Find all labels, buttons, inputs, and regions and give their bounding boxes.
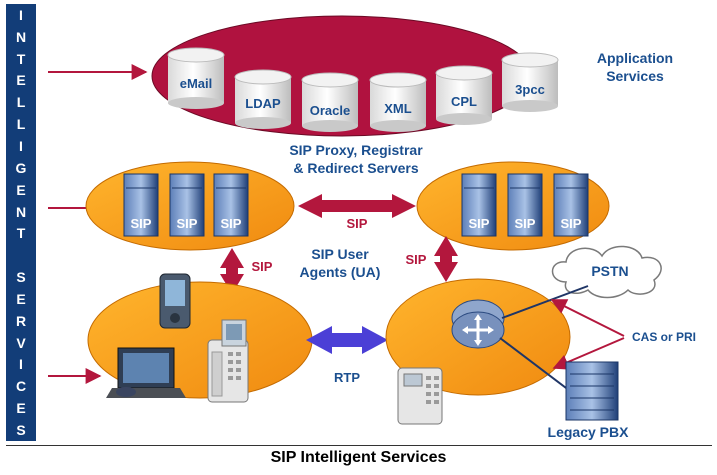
rtp-label: RTP xyxy=(334,370,360,385)
database-oracle: Oracle xyxy=(301,72,359,132)
sip-horizontal-label: SIP xyxy=(347,216,368,231)
server-left-1: SIP xyxy=(123,173,159,237)
sidebar-letter: S xyxy=(16,269,26,286)
database-cpl: CPL xyxy=(435,65,493,125)
app-services-label-line2: Services xyxy=(606,68,664,84)
ip-phone-icon-right xyxy=(397,367,443,425)
sidebar-letter: E xyxy=(16,400,26,417)
rtp-arrow xyxy=(306,326,388,354)
legacy-pbx-label: Legacy PBX xyxy=(548,424,630,440)
db-label-xml: XML xyxy=(384,101,412,116)
servers-label-line2: & Redirect Servers xyxy=(293,160,419,176)
database-3pcc: 3pcc xyxy=(501,52,559,112)
db-label-email: eMail xyxy=(180,76,213,91)
server-label: SIP xyxy=(221,216,242,231)
sidebar-letter: C xyxy=(15,378,27,395)
ip-phone-icon xyxy=(207,319,249,403)
router-to-pbx-line xyxy=(499,337,575,395)
server-label: SIP xyxy=(177,216,198,231)
sip-left-vertical-arrow xyxy=(220,248,244,294)
db-label-3pcc: 3pcc xyxy=(515,82,545,97)
server-label: SIP xyxy=(561,216,582,231)
sip-diagram: eMail LDAP Oracle XML CPL 3pcc Applicati… xyxy=(48,15,696,440)
servers-label-line1: SIP Proxy, Registrar xyxy=(289,142,423,158)
user-agents-label-line1: SIP User xyxy=(311,246,369,262)
server-label: SIP xyxy=(515,216,536,231)
router-to-pstn-line xyxy=(501,285,589,319)
server-label: SIP xyxy=(469,216,490,231)
sidebar-letter: I xyxy=(19,137,23,154)
server-label: SIP xyxy=(131,216,152,231)
db-label-oracle: Oracle xyxy=(310,103,350,118)
sidebar-letter: E xyxy=(16,290,26,307)
cas-pri-arrow-upper xyxy=(550,299,625,337)
sip-right-vertical-arrow xyxy=(434,236,458,282)
server-left-3: SIP xyxy=(213,173,249,237)
server-left-2: SIP xyxy=(169,173,205,237)
sidebar-letter: G xyxy=(15,159,27,176)
database-xml: XML xyxy=(369,72,427,132)
sidebar-letter: E xyxy=(16,181,26,198)
pstn-label: PSTN xyxy=(591,263,628,279)
sidebar-letter: R xyxy=(15,312,27,329)
app-services-label-line1: Application xyxy=(597,50,673,66)
legacy-pbx-icon xyxy=(565,361,619,421)
db-label-ldap: LDAP xyxy=(245,96,281,111)
sip-left-vertical-label: SIP xyxy=(252,259,273,274)
caption-rule xyxy=(6,445,712,446)
figure-caption: SIP Intelligent Services xyxy=(270,449,447,466)
cas-pri-label: CAS or PRI xyxy=(632,330,696,344)
pstn-cloud: PSTN xyxy=(551,245,662,299)
db-label-cpl: CPL xyxy=(451,94,477,109)
sidebar-letter: S xyxy=(16,421,26,438)
sidebar-letter: N xyxy=(15,203,27,220)
server-right-2: SIP xyxy=(507,173,543,237)
sidebar-letter: T xyxy=(16,50,26,67)
sidebar-letter: E xyxy=(16,72,26,89)
sip-horizontal-arrow xyxy=(298,194,416,218)
sip-right-vertical-label: SIP xyxy=(406,252,427,267)
sidebar-letter: V xyxy=(16,334,26,351)
database-email: eMail xyxy=(167,47,225,109)
sidebar-letter: N xyxy=(15,28,27,45)
user-agents-label-line2: Agents (UA) xyxy=(300,264,381,280)
server-right-1: SIP xyxy=(461,173,497,237)
laptop-icon xyxy=(106,347,186,398)
sidebar-letter: L xyxy=(16,116,26,133)
pda-icon xyxy=(159,273,191,329)
server-right-3: SIP xyxy=(553,173,589,237)
router-icon xyxy=(451,299,505,349)
sidebar-letter: L xyxy=(16,94,26,111)
database-ldap: LDAP xyxy=(234,69,292,129)
sidebar-letter: I xyxy=(19,356,23,373)
sidebar-letter: T xyxy=(16,225,26,242)
sidebar-letter: I xyxy=(19,6,23,23)
